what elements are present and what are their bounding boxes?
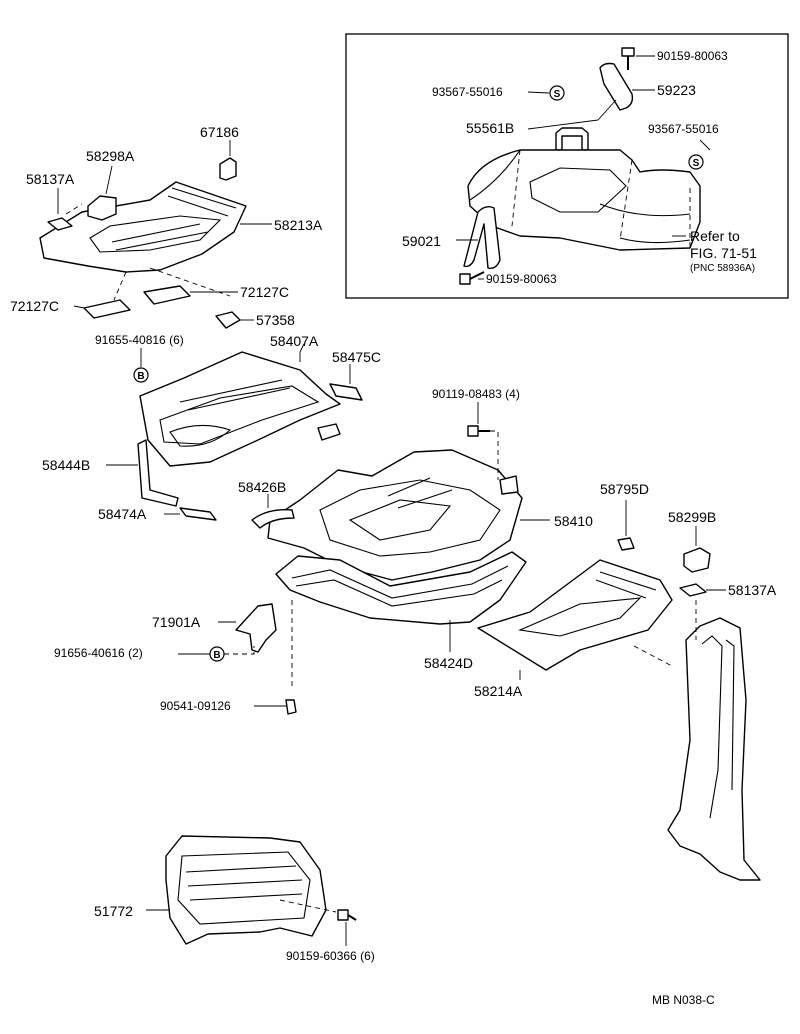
refer-to-text: Refer to xyxy=(690,228,740,244)
s-symbol-icon xyxy=(549,85,565,101)
label-58299B: 58299B xyxy=(668,509,716,525)
b-symbol-icon xyxy=(133,367,149,383)
step-51772 xyxy=(165,835,327,945)
floor-panel-58407A xyxy=(139,351,341,467)
label-58410: 58410 xyxy=(554,513,593,529)
step-51772-group: 51772 xyxy=(94,835,337,945)
clip-58795D xyxy=(617,537,635,551)
label-93567-55016-b: 93567-55016 xyxy=(648,122,719,136)
label-72127C-right: 72127C xyxy=(240,284,289,300)
refer-pnc-text: (PNC 58936A) xyxy=(690,263,755,274)
label-58137A-right: 58137A xyxy=(728,582,777,598)
b-symbol-text: B xyxy=(137,371,144,382)
label-90119-08483: 90119-08483 (4) xyxy=(432,387,520,401)
bracket-71901A xyxy=(235,603,277,653)
label-58444B: 58444B xyxy=(42,457,90,473)
side-panel xyxy=(667,617,761,881)
label-90159-60366: 90159-60366 (6) xyxy=(286,949,375,963)
label-58424D: 58424D xyxy=(424,655,473,671)
label-90541-09126: 90541-09126 xyxy=(160,699,231,713)
s-symbol-text-2: S xyxy=(693,158,700,169)
clip-67186 xyxy=(219,157,237,181)
label-90159-80063-top: 90159-80063 xyxy=(657,49,728,63)
strap-55561B xyxy=(555,127,589,151)
label-59021: 59021 xyxy=(402,233,441,249)
pad-58137A-top xyxy=(47,217,73,231)
label-59223: 59223 xyxy=(657,82,696,98)
bolt-icon xyxy=(621,47,635,70)
seal-58426B xyxy=(251,509,295,529)
floor-panel-58407A-group: 58407A xyxy=(139,333,341,467)
label-58213A: 58213A xyxy=(274,217,323,233)
refer-fig-text: FIG. 71-51 xyxy=(690,245,757,261)
spare-carrier-assembly xyxy=(467,149,701,251)
label-58474A: 58474A xyxy=(98,506,147,522)
label-58426B: 58426B xyxy=(238,479,286,495)
label-58137A-top: 58137A xyxy=(26,171,75,187)
bolt-icon-3 xyxy=(467,425,490,437)
bracket-59223 xyxy=(599,62,634,111)
label-71901A: 71901A xyxy=(152,614,201,630)
bracket-72127C-right xyxy=(143,285,191,305)
pad-58475C xyxy=(329,383,363,401)
bolt-icon-4 xyxy=(337,909,357,921)
clip-57358 xyxy=(215,311,241,329)
bracket-small xyxy=(317,423,341,441)
label-58298A: 58298A xyxy=(86,148,135,164)
label-58407A: 58407A xyxy=(270,333,319,349)
bracket-72127C-left xyxy=(83,299,131,319)
label-57358: 57358 xyxy=(256,312,295,328)
pad-58299B xyxy=(683,547,711,573)
floor-pan-58214A-group: 58214A xyxy=(474,559,673,699)
inset-frame xyxy=(345,33,789,299)
floor-pan-58213A-group: 58213A 67186 58298A 58137A 72127C 72127C… xyxy=(10,124,323,329)
label-58475C: 58475C xyxy=(332,349,381,365)
plug-90541 xyxy=(285,699,297,715)
label-93567-55016-a: 93567-55016 xyxy=(432,85,503,99)
label-90159-80063-bot: 90159-80063 xyxy=(486,272,557,286)
bolt-icon-2 xyxy=(459,271,485,285)
pad-58298A xyxy=(87,195,117,221)
label-55561B: 55561B xyxy=(466,120,514,136)
inset-group: 90159-80063 59223 S 93567-55016 55561B 9… xyxy=(345,33,789,299)
label-51772: 51772 xyxy=(94,903,133,919)
main-floor-58410-group: 58410 xyxy=(267,449,593,581)
label-91655-40816: 91655-40816 (6) xyxy=(95,333,184,347)
strip-58474A xyxy=(179,507,217,521)
label-67186: 67186 xyxy=(200,124,239,140)
frame-58424D-group: 58424D xyxy=(275,551,527,671)
label-58214A: 58214A xyxy=(474,683,523,699)
rail-58444B xyxy=(137,439,179,507)
b-symbol-text-2: B xyxy=(213,650,220,661)
pad-58137A-right xyxy=(679,583,707,597)
label-72127C-left: 72127C xyxy=(10,298,59,314)
label-91656-40616: 91656-40616 (2) xyxy=(54,646,143,660)
label-58795D: 58795D xyxy=(600,481,649,497)
floor-pan-58214A xyxy=(477,559,673,671)
s-symbol-icon-2 xyxy=(688,154,704,170)
s-symbol-text: S xyxy=(554,89,561,100)
frame-58424D xyxy=(275,551,527,625)
main-floor-58410 xyxy=(267,449,523,581)
bracket-59021 xyxy=(463,205,501,270)
diagram-code: MB N038-C xyxy=(652,993,715,1007)
